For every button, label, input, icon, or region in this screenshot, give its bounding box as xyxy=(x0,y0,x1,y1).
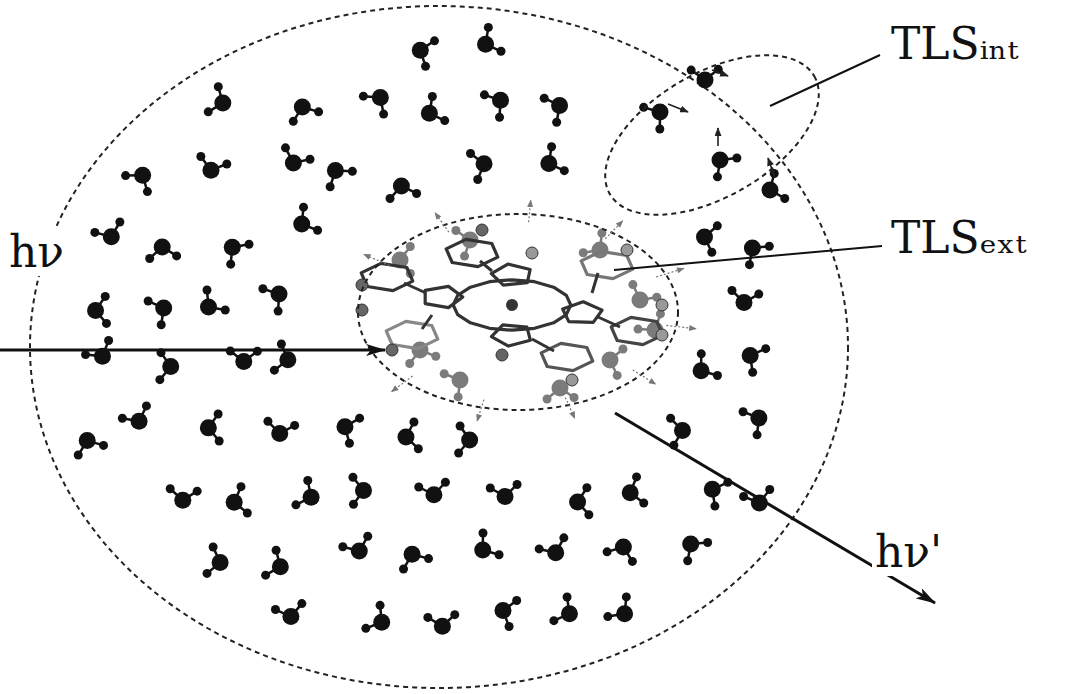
water-molecule xyxy=(155,348,179,384)
motion-arrow xyxy=(717,128,719,146)
water-molecule xyxy=(261,546,289,580)
water-molecule xyxy=(423,610,459,635)
coupling-arrow xyxy=(633,370,656,384)
water-molecule xyxy=(326,162,357,191)
water-molecule xyxy=(166,484,202,508)
coupling-arrow xyxy=(529,200,531,222)
water-molecule xyxy=(414,478,450,504)
water-molecule xyxy=(361,601,390,633)
water-molecule xyxy=(440,369,469,401)
leader-line xyxy=(614,246,882,270)
solvent-region xyxy=(30,6,848,688)
water-molecule xyxy=(224,239,254,269)
motion-arrow xyxy=(768,158,775,178)
tls-int-region xyxy=(579,22,845,247)
water-molecule xyxy=(603,539,637,566)
water-molecule xyxy=(477,23,505,56)
water-molecule xyxy=(739,407,768,439)
water-molecule xyxy=(421,92,449,125)
motion-arrow xyxy=(712,70,728,76)
water-molecule xyxy=(87,292,111,328)
coupling-arrow xyxy=(565,397,574,418)
water-molecules xyxy=(74,23,790,635)
water-molecule xyxy=(682,536,712,566)
water-molecule xyxy=(121,167,152,196)
water-molecule xyxy=(742,344,771,377)
water-molecule xyxy=(271,599,306,625)
water-molecule xyxy=(397,417,422,453)
water-molecule xyxy=(399,546,433,574)
water-molecule xyxy=(196,152,231,179)
water-molecule xyxy=(622,472,649,507)
water-molecule xyxy=(200,285,230,315)
incident-photon-arrow xyxy=(0,349,385,352)
water-molecule xyxy=(200,409,224,445)
water-molecule xyxy=(258,284,287,315)
water-molecule xyxy=(712,152,742,182)
water-molecule xyxy=(693,349,722,380)
water-molecule xyxy=(203,543,229,578)
water-molecule xyxy=(486,480,522,505)
water-molecule xyxy=(744,239,774,269)
water-molecule xyxy=(412,36,439,71)
coupling-arrow xyxy=(364,254,390,265)
water-molecule xyxy=(204,82,232,116)
water-molecule xyxy=(535,533,569,561)
water-molecule xyxy=(336,414,364,448)
water-molecule xyxy=(118,401,151,429)
water-molecule xyxy=(494,596,521,631)
water-molecule xyxy=(392,242,415,278)
water-molecule xyxy=(454,421,478,457)
coupling-arrow xyxy=(435,213,449,233)
water-molecule xyxy=(386,177,422,203)
water-molecule xyxy=(540,142,568,175)
water-molecule xyxy=(466,149,493,184)
chromophore-molecule xyxy=(356,224,668,386)
leader-line xyxy=(770,55,880,106)
emitted-photon-label: hν' xyxy=(872,528,945,576)
tls-ext-region xyxy=(358,214,678,410)
water-molecule xyxy=(90,218,124,246)
coupling-arrow xyxy=(392,376,413,392)
motion-arrow xyxy=(668,104,688,112)
water-molecule xyxy=(348,473,372,509)
water-molecule xyxy=(293,203,322,235)
water-molecule xyxy=(289,98,323,125)
water-molecule xyxy=(291,476,319,509)
coupling-arrow xyxy=(666,325,696,328)
water-molecule xyxy=(603,592,633,622)
incident-photon-label: hν xyxy=(6,228,67,276)
water-molecule xyxy=(270,340,296,375)
water-molecule xyxy=(144,297,173,330)
water-molecule xyxy=(338,532,372,560)
coupling-arrows xyxy=(364,70,775,421)
water-molecule xyxy=(226,482,252,517)
water-molecule xyxy=(474,529,503,560)
water-molecule xyxy=(549,593,578,626)
water-molecule xyxy=(727,286,763,311)
water-molecule xyxy=(359,89,389,119)
water-molecule xyxy=(696,221,722,256)
water-molecule xyxy=(145,238,181,263)
tls-int-label: TLSᵢₙₜ xyxy=(888,20,1021,68)
coupling-arrow xyxy=(477,400,484,421)
water-molecule xyxy=(263,417,299,442)
water-molecule xyxy=(540,94,568,127)
water-molecule xyxy=(74,432,108,459)
water-molecule xyxy=(602,345,628,380)
coupling-arrow xyxy=(605,221,622,239)
water-molecule xyxy=(569,483,593,519)
coupling-arrow xyxy=(656,268,684,277)
water-molecule xyxy=(480,90,509,121)
water-molecule xyxy=(704,478,733,511)
tls-ext-label: TLSₑₓₜ xyxy=(888,214,1029,262)
water-molecule xyxy=(281,143,315,171)
